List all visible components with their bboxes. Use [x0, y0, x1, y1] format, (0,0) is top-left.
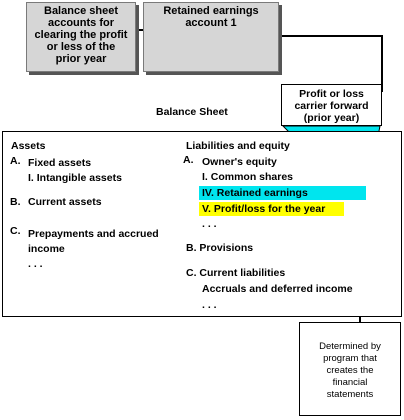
carry-line-3: (prior year) [303, 112, 360, 124]
assets-ellipsis: . . . [28, 258, 43, 270]
balance-sheet-title: Balance Sheet [156, 106, 228, 118]
program-line-5: statements [326, 389, 374, 400]
retained-earnings-highlight [199, 186, 366, 200]
assets-heading: Assets [11, 140, 46, 152]
prepayments-income: income [28, 243, 65, 255]
prepayments: Prepayments and accrued [28, 228, 159, 240]
assets-a-label: A. [10, 155, 21, 167]
retained-earnings-row: IV. Retained earnings [202, 187, 308, 199]
clearing-line-3: clearing the profit [34, 29, 128, 41]
intangible-assets: I. Intangible assets [28, 172, 122, 184]
carry-forward-callout: Profit or loss carrier forward (prior ye… [281, 84, 382, 126]
accruals-deferred-income: Accruals and deferred income [202, 283, 353, 295]
retained-earnings-account-box: Retained earnings account 1 [143, 2, 279, 72]
program-line-3: creates the [326, 365, 374, 376]
liabilities-heading: Liabilities and equity [186, 140, 290, 152]
profit-loss-row: V. Profit/loss for the year [202, 203, 326, 215]
clearing-line-1: Balance sheet [44, 5, 118, 17]
program-line-4: financial [332, 377, 368, 388]
program-callout: Determined by program that creates the f… [299, 322, 401, 416]
clearing-line-2: accounts for [47, 17, 114, 29]
common-shares: I. Common shares [202, 171, 294, 183]
provisions: B. Provisions [186, 242, 254, 254]
fixed-assets: Fixed assets [28, 157, 92, 169]
profit-loss-highlight [199, 202, 344, 216]
owners-equity: Owner's equity [202, 156, 277, 168]
retained-earnings-line-1: Retained earnings [163, 5, 259, 17]
carry-line-1: Profit or loss [299, 88, 364, 100]
program-line-1: Determined by [319, 341, 381, 352]
carry-line-2: carrier forward [294, 100, 369, 112]
current-liabilities: C. Current liabilities [186, 267, 286, 279]
assets-b-label: B. [10, 196, 21, 208]
clearing-line-4: or less of the [46, 41, 116, 53]
liabilities-ellipsis: . . . [202, 299, 217, 311]
assets-c-label: C. [10, 225, 21, 237]
program-line-2: program that [323, 353, 377, 364]
equity-ellipsis: . . . [202, 218, 217, 230]
clearing-line-5: prior year [55, 53, 107, 65]
retained-earnings-line-2: account 1 [185, 17, 237, 29]
balance-sheet-frame [2, 131, 402, 317]
liabilities-a-label: A. [183, 154, 194, 166]
connector-right [276, 35, 383, 92]
current-assets: Current assets [28, 196, 102, 208]
clearing-accounts-box: Balance sheet accounts for clearing the … [26, 2, 136, 72]
